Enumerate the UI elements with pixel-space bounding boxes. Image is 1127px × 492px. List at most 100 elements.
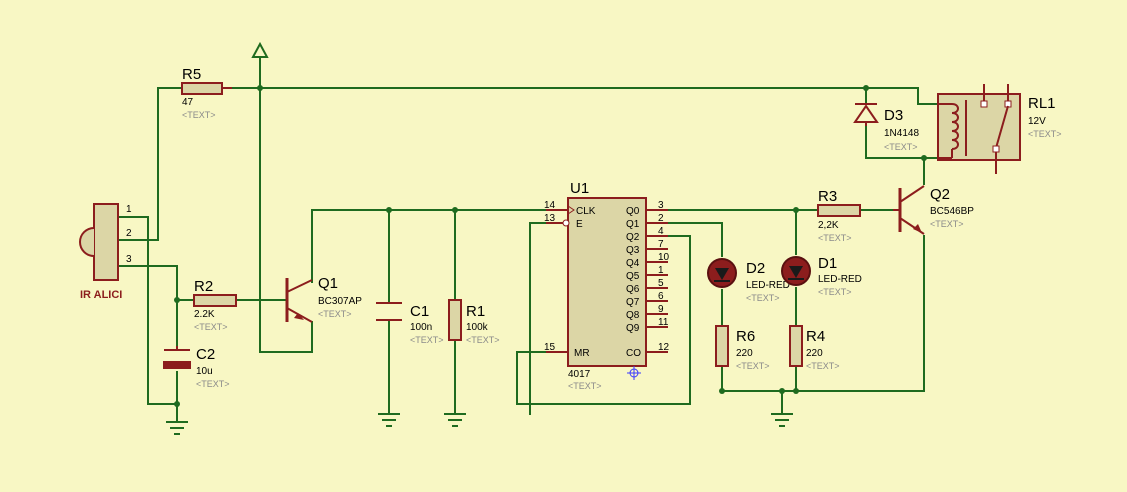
- u1-pin-num-q6: 5: [658, 278, 664, 289]
- u1-pin-num-e: 13: [544, 213, 556, 224]
- led-d2[interactable]: D2 LED-RED <TEXT>: [707, 258, 790, 303]
- ir-pin-3: 3: [126, 254, 132, 265]
- resistor-r5[interactable]: R5 47 <TEXT>: [181, 66, 232, 120]
- d2-ref: D2: [746, 260, 765, 277]
- u1-pin-name-q2: Q2: [626, 232, 640, 243]
- u1-pin-num-q0: 3: [658, 200, 664, 211]
- ground-r1: [444, 413, 466, 427]
- r3-value: 2,2K: [818, 220, 839, 231]
- q2-value: BC546BP: [930, 206, 974, 217]
- u1-pin-name-q6: Q6: [626, 284, 640, 295]
- u1-pin-name-q3: Q3: [626, 245, 640, 256]
- d3-value: 1N4148: [884, 128, 919, 139]
- r5-text: <TEXT>: [182, 110, 216, 120]
- relay-rl1[interactable]: RL1 12V <TEXT>: [937, 84, 1062, 174]
- ir-pin-1: 1: [126, 204, 132, 215]
- resistor-r2[interactable]: R2 2.2K <TEXT>: [193, 278, 237, 332]
- u1-pin-num-q4: 10: [658, 252, 670, 263]
- r3-text: <TEXT>: [818, 233, 852, 243]
- rl1-text: <TEXT>: [1028, 129, 1062, 139]
- u1-pin-num-q7: 6: [658, 291, 664, 302]
- u1-pin-num-q5: 1: [658, 265, 664, 276]
- r1-ref: R1: [466, 303, 485, 320]
- c1-text: <TEXT>: [410, 335, 444, 345]
- r2-text: <TEXT>: [194, 322, 228, 332]
- resistor-r4[interactable]: R4 220 <TEXT>: [789, 325, 840, 371]
- u1-pin-name-q7: Q7: [626, 297, 640, 308]
- ground-c1: [378, 413, 400, 427]
- u1-ref: U1: [570, 180, 589, 197]
- r1-text: <TEXT>: [466, 335, 500, 345]
- capacitor-c2[interactable]: C2 10u <TEXT>: [163, 346, 230, 389]
- wires: [117, 57, 939, 423]
- u1-pin-name-mr: MR: [574, 348, 590, 359]
- d1-value: LED-RED: [818, 274, 862, 285]
- transistor-q1[interactable]: Q1 BC307AP <TEXT>: [285, 275, 362, 323]
- u1-pin-num-q1: 2: [658, 213, 664, 224]
- d1-ref: D1: [818, 255, 837, 272]
- ir-pin-2: 2: [126, 228, 132, 239]
- transistor-q2[interactable]: Q2 BC546BP <TEXT>: [893, 185, 974, 235]
- junctions: [174, 85, 927, 407]
- u1-pin-name-q9: Q9: [626, 323, 640, 334]
- u1-pin-name-clk: CLK: [576, 206, 596, 217]
- led-d1[interactable]: D1 LED-RED <TEXT>: [781, 255, 862, 297]
- u1-pin-num-clk: 14: [544, 200, 556, 211]
- r6-text: <TEXT>: [736, 361, 770, 371]
- ir-receiver[interactable]: 1 2 3 IR ALICI: [79, 203, 132, 301]
- ground-symbols: [166, 413, 793, 435]
- d2-value: LED-RED: [746, 280, 790, 291]
- ic-u1-4017[interactable]: U1 4017 <TEXT> 14 CLK 13 E 15 MR Q03Q12Q…: [544, 180, 670, 391]
- r6-ref: R6: [736, 328, 755, 345]
- resistor-r6[interactable]: R6 220 <TEXT>: [715, 325, 770, 371]
- r5-value: 47: [182, 97, 194, 108]
- ir-label: IR ALICI: [80, 289, 122, 301]
- u1-pin-num-q2: 4: [658, 226, 664, 237]
- r4-text: <TEXT>: [806, 361, 840, 371]
- q1-value: BC307AP: [318, 296, 362, 307]
- rl1-value: 12V: [1028, 116, 1046, 127]
- c2-value: 10u: [196, 366, 213, 377]
- q1-ref: Q1: [318, 275, 338, 292]
- d1-text: <TEXT>: [818, 287, 852, 297]
- resistor-r1[interactable]: R1 100k <TEXT>: [448, 299, 500, 345]
- u1-pin-name-q8: Q8: [626, 310, 640, 321]
- resistor-r3[interactable]: R3 2,2K <TEXT>: [817, 188, 861, 243]
- ground-u1: [771, 413, 793, 427]
- supply-arrow: [251, 41, 269, 58]
- u1-pin-num-q8: 9: [658, 304, 664, 315]
- r3-ref: R3: [818, 188, 837, 205]
- u1-pin-name-q4: Q4: [626, 258, 640, 269]
- diode-d3[interactable]: D3 1N4148 <TEXT>: [853, 103, 919, 152]
- r5-ref: R5: [182, 66, 201, 83]
- u1-pin-num-mr: 15: [544, 342, 556, 353]
- origin-marker: [627, 366, 641, 380]
- q2-ref: Q2: [930, 186, 950, 203]
- u1-pin-name-e: E: [576, 219, 583, 230]
- r4-ref: R4: [806, 328, 825, 345]
- r6-value: 220: [736, 348, 753, 359]
- u1-pin-num-q9: 11: [658, 317, 669, 328]
- u1-pin-name-q0: Q0: [626, 206, 640, 217]
- r1-value: 100k: [466, 322, 489, 333]
- u1-pin-name-co: CO: [626, 348, 641, 359]
- d3-ref: D3: [884, 107, 903, 124]
- capacitor-c1[interactable]: C1 100n <TEXT>: [376, 302, 444, 345]
- q1-text: <TEXT>: [318, 309, 352, 319]
- d2-text: <TEXT>: [746, 293, 780, 303]
- rl1-ref: RL1: [1028, 95, 1056, 112]
- u1-pin-name-q5: Q5: [626, 271, 640, 282]
- ground-c2: [166, 421, 188, 435]
- r2-value: 2.2K: [194, 309, 215, 320]
- u1-pin-num-q3: 7: [658, 239, 664, 250]
- c2-ref: C2: [196, 346, 215, 363]
- c2-text: <TEXT>: [196, 379, 230, 389]
- u1-value: 4017: [568, 369, 591, 380]
- r4-value: 220: [806, 348, 823, 359]
- c1-value: 100n: [410, 322, 432, 333]
- q2-text: <TEXT>: [930, 219, 964, 229]
- u1-pin-name-q1: Q1: [626, 219, 640, 230]
- d3-text: <TEXT>: [884, 142, 918, 152]
